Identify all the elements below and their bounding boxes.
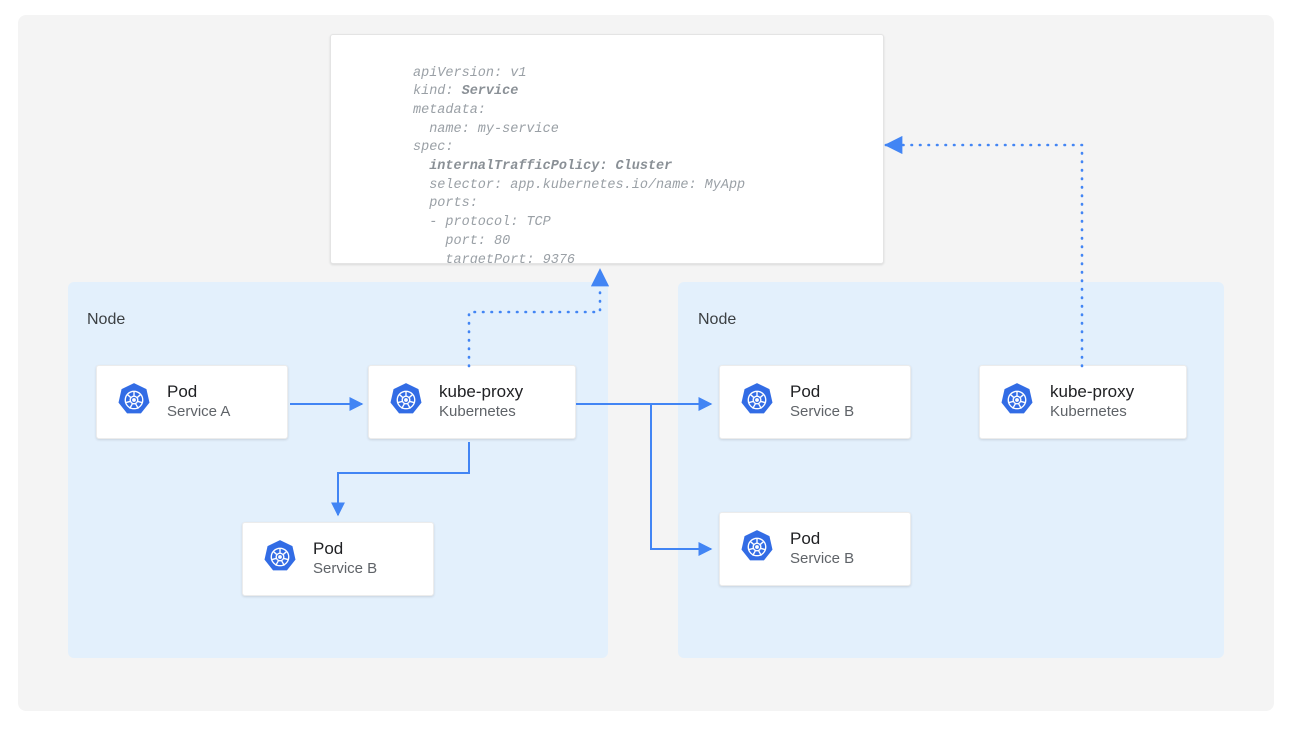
card-subtitle: Kubernetes bbox=[1050, 403, 1127, 421]
kubernetes-icon bbox=[387, 381, 425, 424]
kubernetes-icon bbox=[998, 381, 1036, 424]
kubernetes-icon bbox=[261, 538, 299, 581]
kube-proxy-card-left[interactable]: kube-proxy Kubernetes bbox=[368, 365, 576, 439]
card-subtitle: Service B bbox=[790, 403, 855, 421]
node-label-right: Node bbox=[698, 311, 737, 328]
card-subtitle: Service B bbox=[313, 560, 378, 578]
node-container-left bbox=[68, 282, 608, 658]
node-label-left: Node bbox=[87, 311, 126, 328]
kubernetes-icon bbox=[738, 528, 776, 571]
kubernetes-icon bbox=[738, 381, 776, 424]
kube-proxy-card-right[interactable]: kube-proxy Kubernetes bbox=[979, 365, 1187, 439]
service-manifest-card: apiVersion: v1 kind: Service metadata: n… bbox=[330, 34, 884, 264]
kubernetes-icon bbox=[115, 381, 153, 424]
card-title: kube-proxy bbox=[439, 382, 524, 402]
card-title: Pod bbox=[790, 382, 821, 402]
pod-card-service-b-right-bottom[interactable]: Pod Service B bbox=[719, 512, 911, 586]
pod-card-service-b-left[interactable]: Pod Service B bbox=[242, 522, 434, 596]
pod-card-service-b-right-top[interactable]: Pod Service B bbox=[719, 365, 911, 439]
diagram-canvas: Node Node apiVersion: v1 kind: Service m… bbox=[18, 15, 1274, 711]
service-manifest-code: apiVersion: v1 kind: Service metadata: n… bbox=[413, 65, 746, 264]
card-subtitle: Service A bbox=[167, 403, 231, 421]
card-title: Pod bbox=[790, 529, 821, 549]
card-title: kube-proxy bbox=[1050, 382, 1135, 402]
card-title: Pod bbox=[167, 382, 198, 402]
card-subtitle: Service B bbox=[790, 550, 855, 568]
node-container-right bbox=[678, 282, 1224, 658]
card-subtitle: Kubernetes bbox=[439, 403, 516, 421]
pod-card-service-a[interactable]: Pod Service A bbox=[96, 365, 288, 439]
card-title: Pod bbox=[313, 539, 344, 559]
